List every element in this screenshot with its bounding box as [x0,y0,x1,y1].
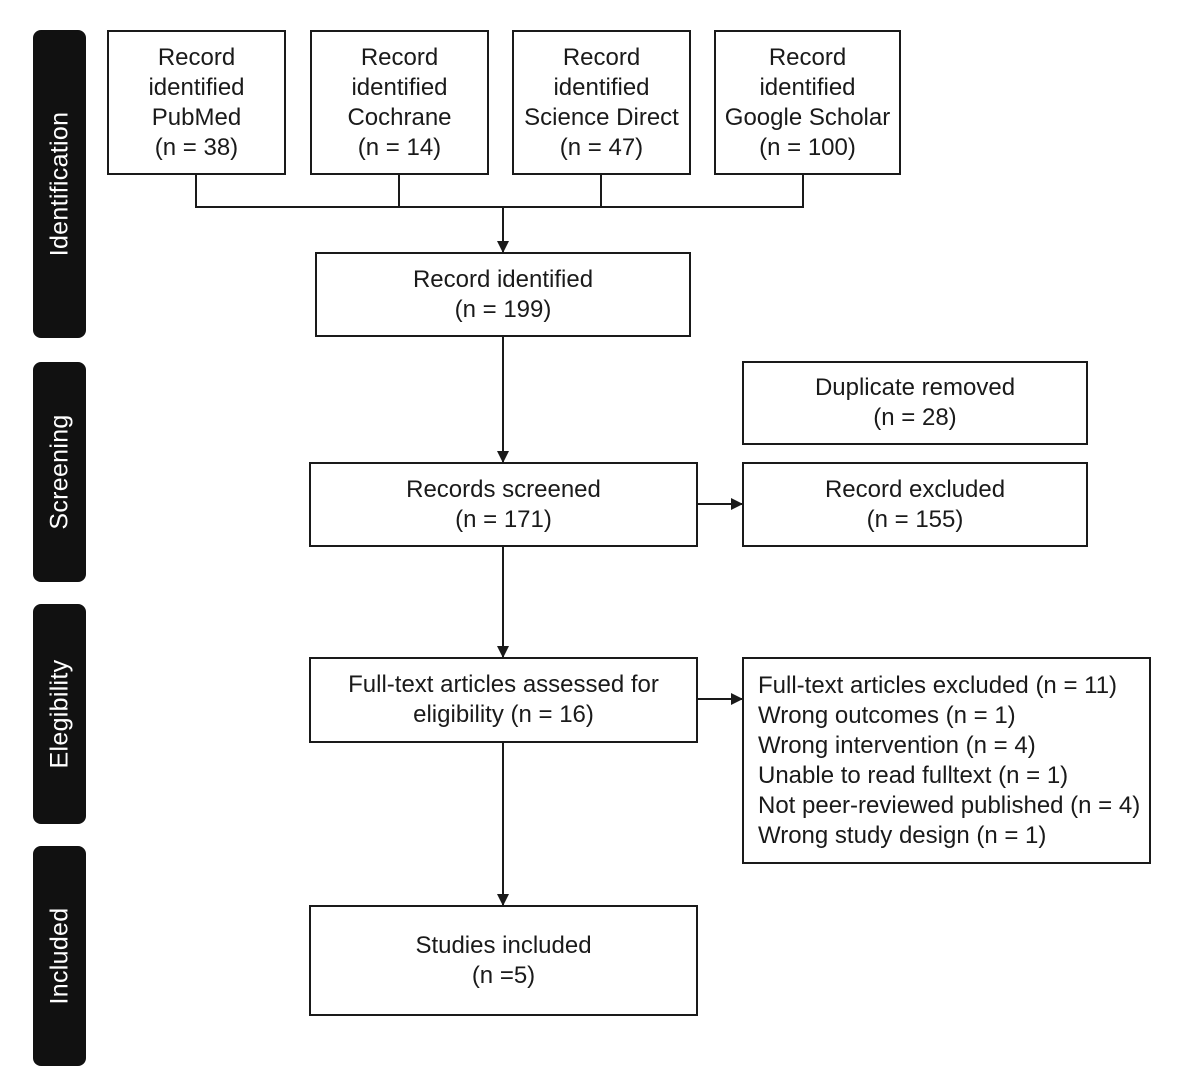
source-line3: Science Direct [524,103,679,131]
identified-count: (n = 199) [454,295,552,323]
source-box-cochrane: Record identified Cochrane (n = 14) [310,30,489,175]
source-line3: Google Scholar [724,103,891,131]
included-label: Studies included [415,931,592,959]
source-count: (n = 14) [357,133,442,161]
source-line2: identified [148,73,245,101]
fulltext-excluded-line: Unable to read fulltext (n = 1) [758,762,1069,789]
identified-box: Record identified (n = 199) [315,252,691,337]
fulltext-line1: Full-text articles assessed for [348,671,659,698]
source-line1: Record [360,43,439,71]
source-line2: identified [553,73,650,101]
source-count: (n = 47) [559,133,644,161]
source-count: (n = 38) [154,133,239,161]
screened-count: (n = 171) [455,505,552,533]
stage-tab-included: Included [33,846,86,1066]
fulltext-line2: eligibility (n = 16) [413,701,594,728]
fulltext-excluded-line: Full-text articles excluded (n = 11) [758,672,1118,699]
excluded-box: Record excluded (n = 155) [742,462,1088,547]
fulltext-excluded-line: Wrong outcomes (n = 1) [758,702,1016,729]
source-box-pubmed: Record identified PubMed (n = 38) [107,30,286,175]
duplicates-label: Duplicate removed [814,374,1016,401]
fulltext-excluded-line: Wrong intervention (n = 4) [758,732,1036,759]
stage-tab-eligibility: Elegibility [33,604,86,824]
fulltext-box: Full-text articles assessed for eligibil… [309,657,698,743]
included-count: (n =5) [471,961,536,989]
fulltext-excluded-box: Full-text articles excluded (n = 11) Wro… [742,657,1151,864]
source-line2: identified [351,73,448,101]
source-line1: Record [157,43,236,71]
duplicates-box: Duplicate removed (n = 28) [742,361,1088,445]
source-line1: Record [768,43,847,71]
source-box-science-direct: Record identified Science Direct (n = 47… [512,30,691,175]
duplicates-count: (n = 28) [873,404,957,431]
identified-label: Record identified [412,265,594,293]
source-count: (n = 100) [759,133,856,161]
source-box-google-scholar: Record identified Google Scholar (n = 10… [714,30,901,175]
source-line3: Cochrane [347,103,452,131]
stage-tab-identification: Identification [33,30,86,338]
screened-box: Records screened (n = 171) [309,462,698,547]
screened-label: Records screened [406,475,601,503]
excluded-count: (n = 155) [866,505,964,533]
excluded-label: Record excluded [824,475,1006,503]
included-box: Studies included (n =5) [309,905,698,1016]
fulltext-excluded-line: Not peer-reviewed published (n = 4) [758,792,1141,819]
stage-tab-screening: Screening [33,362,86,582]
source-line1: Record [562,43,641,71]
fulltext-excluded-line: Wrong study design (n = 1) [758,822,1047,849]
source-line2: identified [759,73,856,101]
source-line3: PubMed [151,103,242,131]
